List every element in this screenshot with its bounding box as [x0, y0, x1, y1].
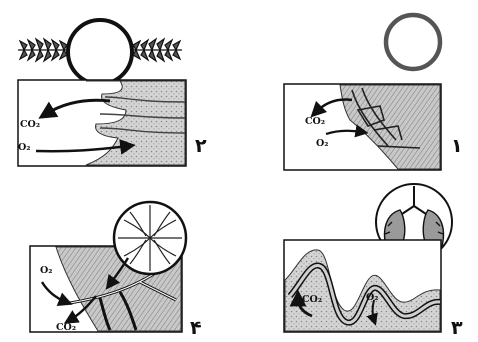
- panel-number-lungs: ۳: [451, 317, 463, 339]
- panel-gills: CO₂ O₂ ۲: [18, 20, 207, 166]
- tracheae-co2-label: CO₂: [56, 322, 76, 333]
- lungs-o2-label: O₂: [366, 292, 378, 303]
- panel-tracheae: O₂ CO₂ ۴: [30, 202, 202, 339]
- lungs-co2-label: CO₂: [302, 294, 322, 305]
- gill-circle: [68, 20, 132, 84]
- gill-filament-right-icon: [128, 39, 182, 61]
- skin-o2-label: O₂: [316, 138, 328, 149]
- skin-circle: [386, 15, 440, 69]
- panel-number-skin: ۱: [451, 135, 463, 157]
- gill-filament-left-icon: [18, 39, 72, 61]
- tracheae-o2-label: O₂: [40, 265, 52, 276]
- gill-co2-label: CO₂: [20, 119, 40, 130]
- skin-co2-label: CO₂: [305, 116, 325, 127]
- panel-number-gills: ۲: [195, 135, 207, 157]
- panel-number-tracheae: ۴: [190, 317, 202, 339]
- panel-lungs: CO₂ O₂ ۳: [284, 184, 463, 339]
- panel-skin: CO₂ O₂ ۱: [284, 15, 463, 170]
- gill-o2-label: O₂: [18, 142, 30, 153]
